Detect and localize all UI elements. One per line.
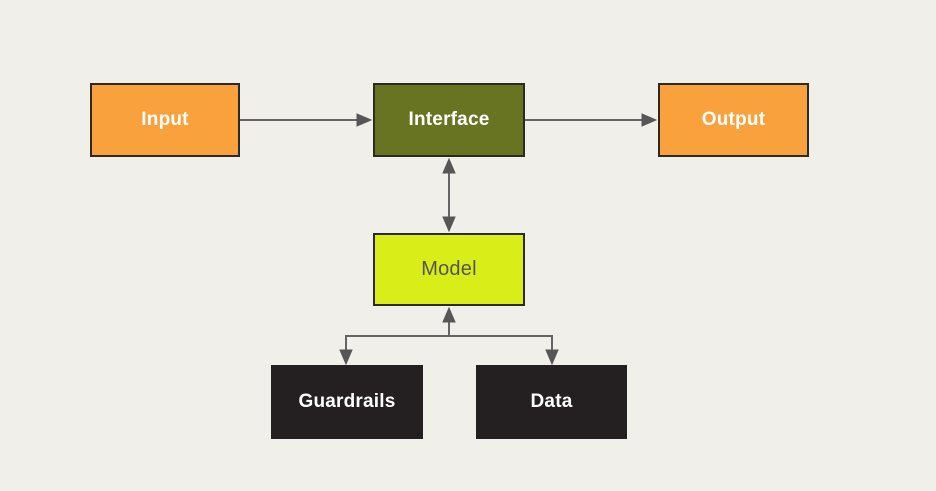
- node-guardrails: Guardrails: [271, 365, 423, 439]
- node-data: Data: [476, 365, 627, 439]
- node-data-label: Data: [530, 391, 573, 412]
- node-model-label: Model: [421, 258, 477, 280]
- node-guardrails-label: Guardrails: [298, 391, 396, 412]
- node-interface: Interface: [373, 83, 525, 157]
- arrow-branch-to-guardrails: [339, 335, 353, 366]
- arrow-interface-to-output: [525, 113, 658, 127]
- node-input: Input: [90, 83, 240, 157]
- arrow-input-to-interface: [240, 113, 373, 127]
- node-model: Model: [373, 233, 525, 306]
- arrow-branch-to-data: [545, 335, 559, 366]
- node-input-label: Input: [141, 109, 189, 130]
- node-output-label: Output: [701, 109, 766, 130]
- arrow-branch-to-model: [442, 306, 456, 336]
- node-interface-label: Interface: [408, 109, 490, 130]
- node-output: Output: [658, 83, 809, 157]
- arrow-interface-model-bidirectional: [442, 157, 456, 233]
